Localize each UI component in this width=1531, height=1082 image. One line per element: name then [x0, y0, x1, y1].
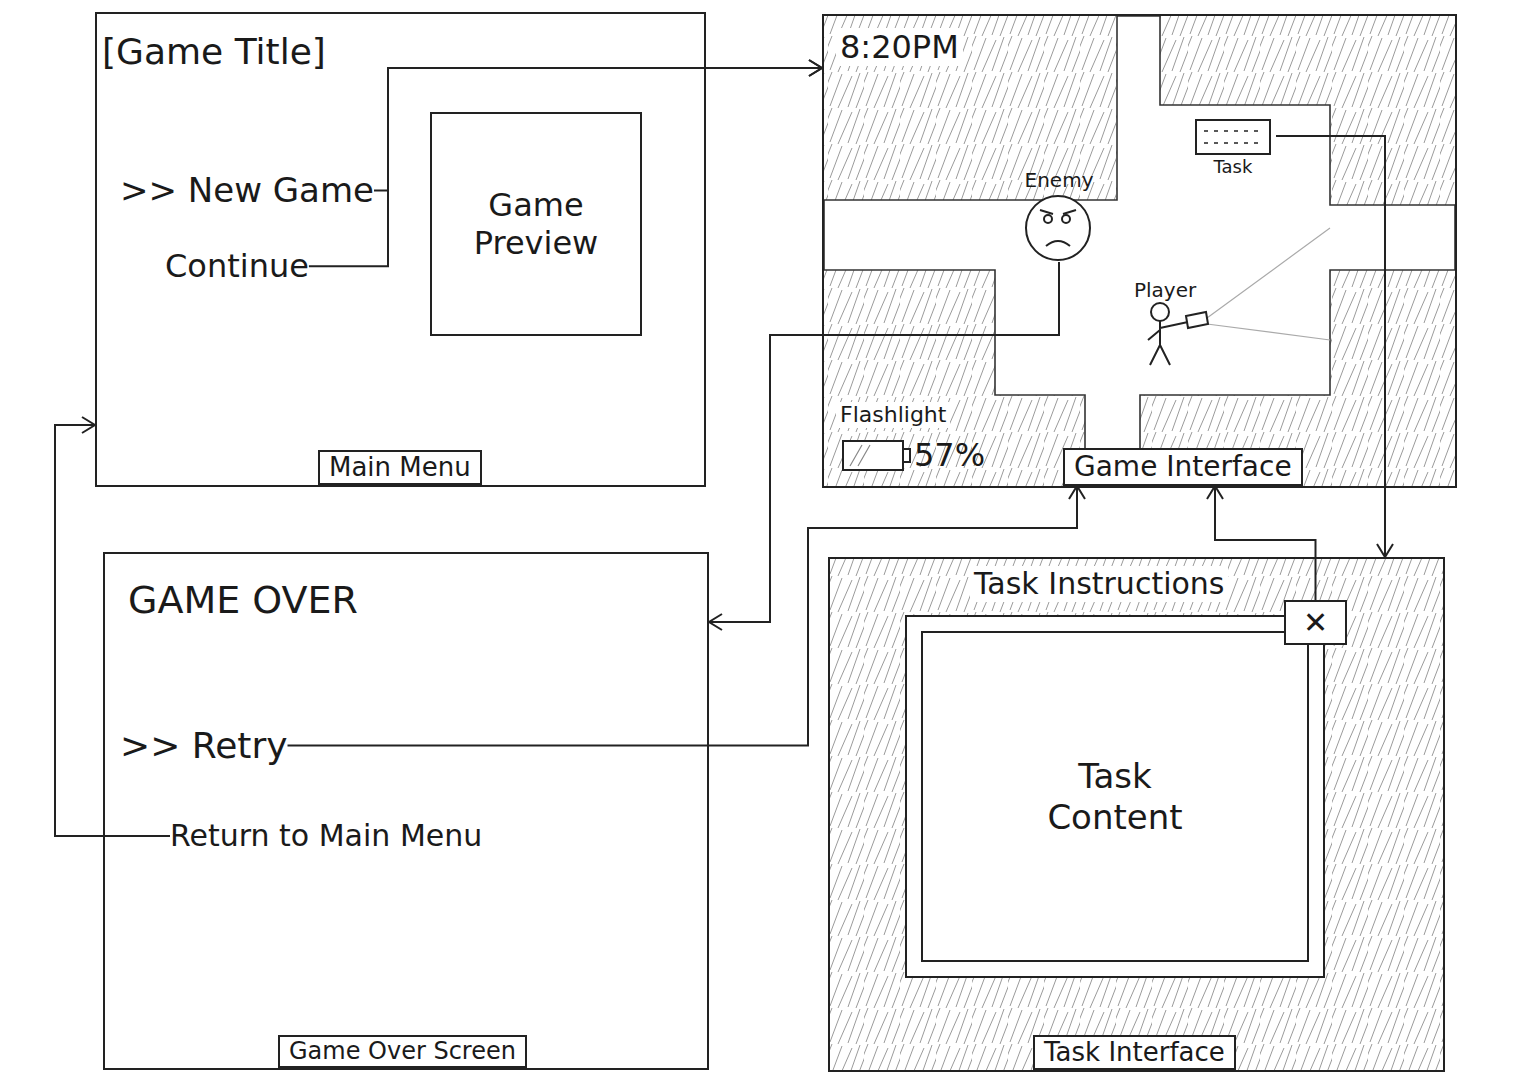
task-screen: Task InstructionsTask Content ✕ Task Inter… — [828, 557, 1445, 1072]
node-text: Task Interface — [1044, 1037, 1225, 1068]
node-text: [Game Title] — [102, 30, 326, 73]
node-text: Task Instructions — [970, 566, 1228, 602]
flow-arrow — [1276, 136, 1385, 557]
screen-tab: Game Over Screen — [278, 1035, 527, 1068]
player-figure — [1148, 303, 1208, 365]
node-text: Game Over Screen — [289, 1037, 516, 1066]
task-ground — [829, 558, 1444, 1071]
flashlight-label: Flashlight — [836, 402, 950, 428]
node-text: >> Retry — [120, 724, 288, 767]
player-label: Player — [1134, 278, 1196, 302]
battery-icon — [843, 441, 910, 470]
menu-item: Return to Main Menu — [170, 818, 482, 854]
task-content-box: Task Content — [905, 615, 1325, 978]
node-text: GAME OVER — [128, 578, 358, 624]
menu-screen: [Game Title] >> New GameContinue Game Prev… — [95, 12, 706, 487]
node-text: Game Preview — [441, 186, 631, 263]
enemy-node: Enemy — [1016, 168, 1102, 262]
screen-tab: Game Interface — [1063, 448, 1303, 486]
menu-item: >> Retry — [120, 724, 288, 767]
menu-item: >> New Game — [120, 170, 374, 211]
gameover-screen: GAME OVER >> RetryReturn to Main MenuGame… — [103, 552, 709, 1070]
flow-arrow — [1215, 486, 1316, 600]
flashlight-beam — [1207, 228, 1330, 340]
node-text: ✕ — [1303, 605, 1328, 641]
screen-tab: Main Menu — [318, 450, 482, 485]
maze-corridor — [824, 16, 1455, 486]
task-keypad — [1196, 120, 1270, 154]
node-text: Task — [1190, 156, 1276, 178]
node-text: 8:20PM — [836, 28, 963, 66]
node-text: Continue — [165, 247, 309, 285]
screen-tab: Task Interface — [1033, 1035, 1236, 1070]
node-text: Enemy — [1016, 168, 1102, 192]
battery-percent: 57% — [914, 436, 985, 474]
enemy-face — [1026, 196, 1090, 260]
node-text: >> New Game — [120, 170, 374, 211]
close-button: ✕ — [1284, 600, 1347, 645]
menu-item: Continue — [165, 247, 309, 285]
node-text: Game Interface — [1074, 450, 1292, 484]
node-text: Task Content — [1015, 756, 1215, 838]
task-node: Task — [1190, 118, 1276, 188]
node-text: Return to Main Menu — [170, 818, 482, 854]
preview-box: Game Preview — [430, 112, 642, 336]
node-text: Main Menu — [329, 452, 471, 483]
maze-walls — [823, 15, 1456, 487]
